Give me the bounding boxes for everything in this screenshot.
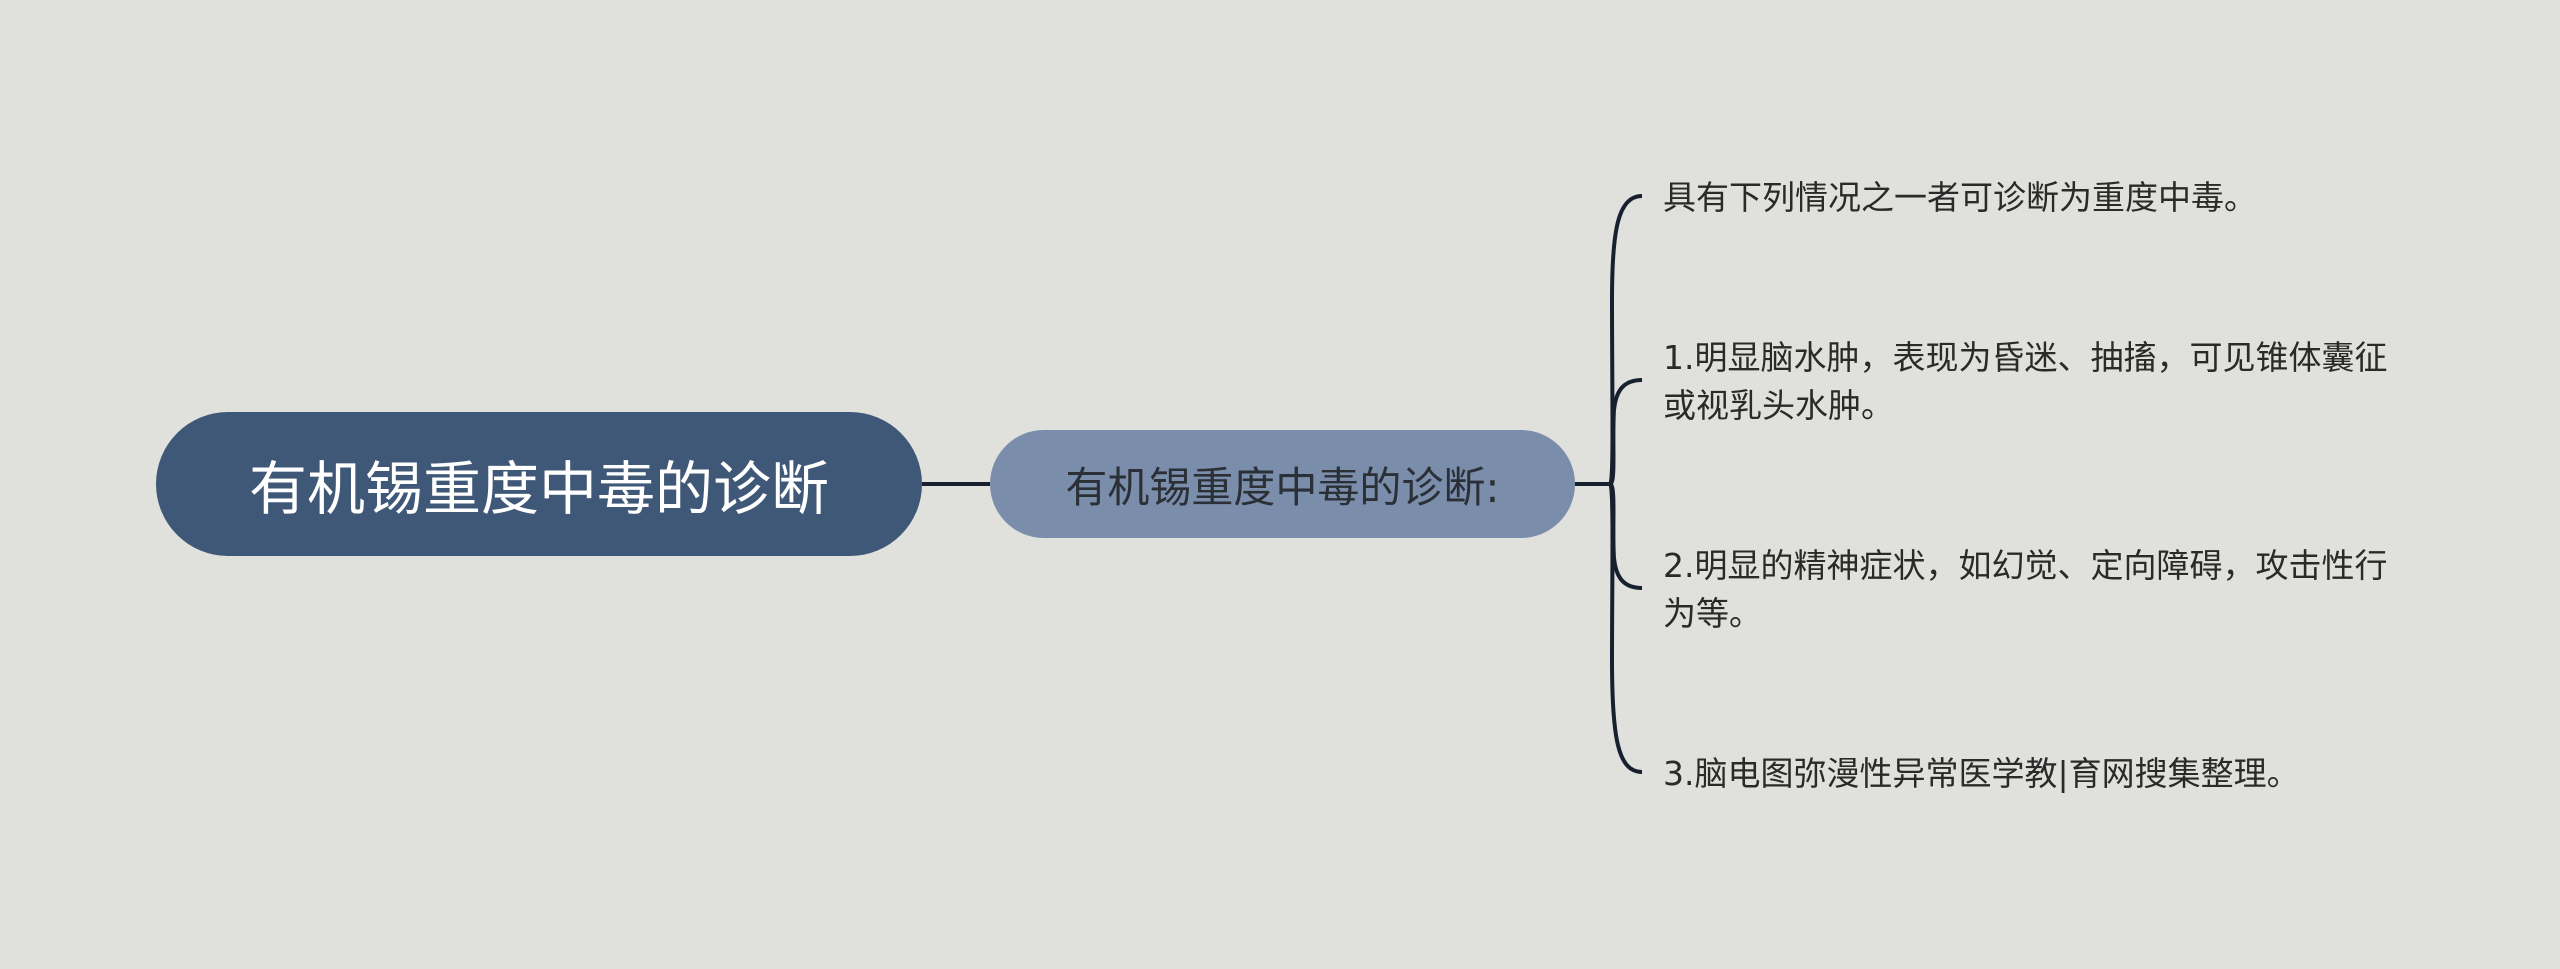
bracket-connector-leaf-2 <box>1608 482 1643 590</box>
leaf-topic-intro[interactable]: 具有下列情况之一者可诊断为重度中毒。 <box>1663 178 2257 217</box>
leaf-topic-item-1[interactable]: 1.明显脑水肿，表现为昏迷、抽搐，可见锥体囊征或视乳头水肿。 <box>1663 338 2388 425</box>
root-topic-label: 有机锡重度中毒的诊断 <box>248 455 829 523</box>
leaf-topic-item-2[interactable]: 2.明显的精神症状，如幻觉、定向障碍，攻击性行为等。 <box>1663 546 2388 633</box>
bracket-connector-leaf-3 <box>1608 482 1643 774</box>
leaf-topic-item-3[interactable]: 3.脑电图弥漫性异常医学教|育网搜集整理。 <box>1663 754 2300 793</box>
branch-topic-label: 有机锡重度中毒的诊断: <box>1065 462 1500 512</box>
branch-topic-node[interactable]: 有机锡重度中毒的诊断: <box>990 430 1575 538</box>
bracket-connector-leaf-1 <box>1608 378 1643 486</box>
root-topic-node[interactable]: 有机锡重度中毒的诊断 <box>156 412 922 556</box>
